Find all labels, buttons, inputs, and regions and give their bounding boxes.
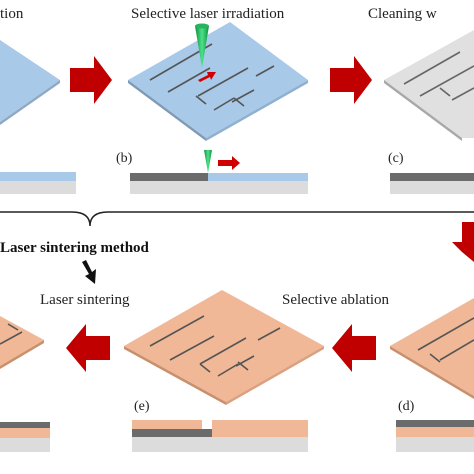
plate-laser-irradiation [128,22,308,141]
cross-section-a [0,172,76,194]
cross-section-d [396,420,474,452]
cross-section-e [132,420,308,452]
plate-cleaning-partial [384,30,474,141]
step2-title: Selective laser irradiation [131,6,285,22]
panel-label-c: (c) [388,151,404,166]
panel-label-d: (d) [398,399,415,414]
laser-cone-icon [195,26,209,68]
step1-title-partial: tion [0,6,24,22]
plate-step1-partial [0,40,60,125]
panel-label-e: (e) [134,399,150,414]
process-arrow-left-1 [66,324,110,372]
step3-title-partial: Cleaning w [368,6,437,22]
grouping-brace [0,211,474,227]
scan-direction-arrow-icon [198,72,216,82]
step-e-title: Laser sintering [40,292,130,308]
plate-selective-ablation [124,290,324,405]
process-arrow-left-2 [332,324,376,372]
cross-section-b [130,150,308,194]
step-d-title: Selective ablation [282,292,390,308]
scan-direction-arrow-small-icon [218,156,240,170]
cross-section-sintered [0,422,50,452]
plate-sintered-partial [0,316,44,369]
panel-label-b: (b) [116,151,133,166]
plate-copper-partial [390,298,474,399]
process-arrow-down [452,222,474,262]
process-arrow-right-2 [330,56,372,104]
method-label: Laser sintering method [0,240,150,256]
method-arrow-down [82,260,96,284]
cross-section-c [390,173,474,194]
process-arrow-right-1 [70,56,112,104]
laser-cone-top [195,23,209,29]
